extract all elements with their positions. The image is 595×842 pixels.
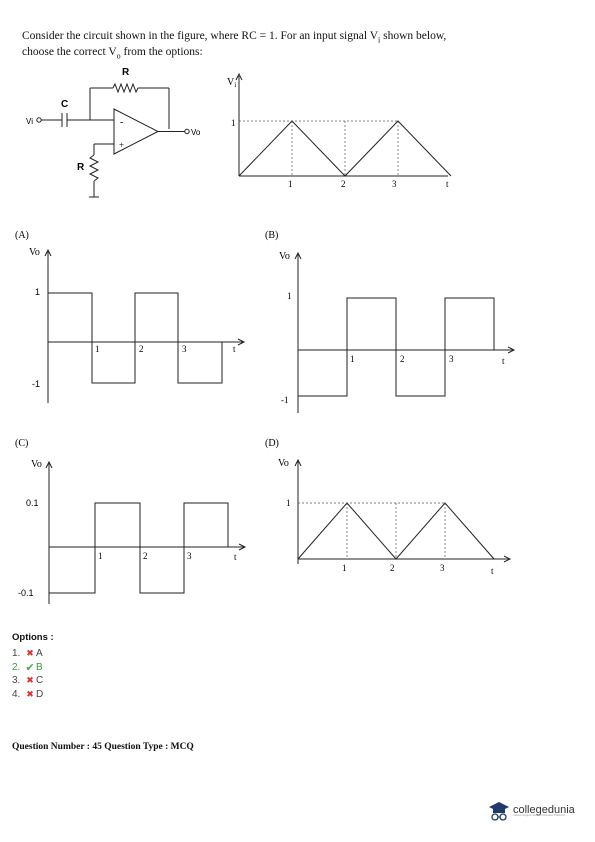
question-line2: choose the correct V: [22, 46, 117, 59]
answer-options: Options : 1. ✖ A 2. ✔ B 3. ✖ C 4. ✖ D: [12, 632, 54, 701]
input-signal-graph: Vi 1 1 2 3 t: [227, 72, 452, 189]
vi-x-label: t: [446, 179, 449, 189]
option-c-x-tick-2: 2: [143, 551, 148, 561]
vi-axis-label: Vi: [227, 77, 236, 89]
ground-resistor-label: R: [77, 162, 85, 173]
capacitor-label: C: [61, 99, 68, 110]
option-2-label: B: [36, 661, 43, 673]
question-line1-sub: i: [378, 35, 381, 45]
option-c-x-tick-3: 3: [187, 551, 192, 561]
option-a-x-tick-3: 3: [182, 344, 187, 354]
option-b-x-tick-1: 1: [350, 354, 355, 364]
option-4-label: D: [36, 688, 44, 700]
option-c-x-tick-1: 1: [98, 551, 103, 561]
graduation-cap-icon: [489, 802, 509, 821]
feedback-resistor: [112, 82, 139, 94]
option-b-letter: (B): [265, 230, 278, 241]
option-2-number: 2.: [12, 661, 21, 673]
option-c-letter: (C): [15, 438, 28, 449]
option-4[interactable]: 4. ✖ D: [12, 688, 54, 702]
option-a-x-tick-2: 2: [139, 344, 144, 354]
vi-x-tick-1: 1: [288, 179, 293, 189]
option-3-number: 3.: [12, 675, 21, 687]
option-d-y-label: Vo: [278, 458, 289, 469]
option-3[interactable]: 3. ✖ C: [12, 674, 54, 688]
option-d-graph: (D) Vo 1 1 2 3 t: [265, 438, 512, 576]
option-b-x-tick-3: 3: [449, 354, 454, 364]
checkmark-icon: ✔: [25, 661, 35, 674]
vi-x-tick-3: 3: [392, 179, 397, 189]
question-text: Consider the circuit shown in the figure…: [22, 30, 562, 63]
vi-x-tick-2: 2: [341, 179, 346, 189]
option-b-y-tick-bottom: -1: [281, 395, 289, 405]
option-c-x-label: t: [234, 552, 237, 562]
feedback-resistor-label: R: [122, 67, 130, 78]
option-d-triangle-wave: [297, 502, 495, 560]
question-line1-end: shown below,: [380, 30, 447, 42]
option-d-x-tick-3: 3: [440, 563, 445, 573]
option-b-x-tick-2: 2: [400, 354, 405, 364]
op-amp-minus: -: [120, 117, 123, 128]
option-d-y-tick: 1: [286, 498, 291, 508]
collegedunia-logo: collegedunia India's largest Student Rev…: [488, 798, 588, 824]
cross-icon: ✖: [26, 648, 34, 659]
option-c-y-tick-bottom: -0.1: [18, 588, 34, 598]
option-c-y-label: Vo: [31, 459, 42, 470]
cross-icon: ✖: [26, 675, 34, 686]
logo-text: collegedunia: [513, 804, 575, 816]
option-3-label: C: [36, 675, 44, 687]
option-a-y-tick-bottom: -1: [32, 379, 40, 389]
question-line2-sub: o: [116, 51, 121, 61]
option-a-y-label: Vo: [29, 247, 40, 258]
option-4-number: 4.: [12, 688, 21, 700]
option-d-x-label: t: [491, 566, 494, 576]
option-a-graph: (A) Vo 1 -1 1 2 3 t: [15, 230, 246, 403]
vi-y-tick: 1: [231, 118, 236, 128]
question-footer: Question Number : 45 Question Type : MCQ: [12, 742, 194, 752]
options-title: Options :: [12, 632, 54, 643]
op-amp-plus: +: [119, 140, 124, 150]
option-a-letter: (A): [15, 230, 29, 241]
question-line1: Consider the circuit shown in the figure…: [22, 30, 379, 42]
option-b-x-label: t: [502, 356, 505, 366]
question-line2-end: from the options:: [120, 46, 203, 59]
option-b-y-label: Vo: [279, 251, 290, 262]
option-b-y-tick-top: 1: [287, 291, 292, 301]
option-c-graph: (C) Vo 0.1 -0.1 1 2 3 t: [15, 438, 247, 604]
ground-resistor: [88, 154, 100, 182]
vo-label: Vo: [191, 128, 201, 137]
option-1-number: 1.: [12, 648, 21, 660]
option-b-graph: (B) Vo 1 -1 1 2 3 t: [265, 230, 516, 413]
option-d-x-tick-2: 2: [390, 563, 395, 573]
option-c-y-tick-top: 0.1: [26, 498, 39, 508]
logo-tagline: India's largest Student Review Platform: [513, 813, 566, 817]
option-a-square-wave: [48, 292, 223, 384]
option-2[interactable]: 2. ✔ B: [12, 661, 54, 675]
option-a-x-tick-1: 1: [95, 344, 100, 354]
option-b-square-wave: [298, 297, 495, 397]
circuit-diagram: - + R C R Vi Vo: [26, 67, 201, 198]
vo-terminal: [184, 128, 190, 135]
op-amp: [113, 108, 160, 155]
vi-terminal: [36, 117, 42, 123]
option-a-y-tick-top: 1: [35, 287, 40, 297]
option-1[interactable]: 1. ✖ A: [12, 647, 54, 661]
option-d-x-tick-1: 1: [342, 563, 347, 573]
triangle-wave: [238, 120, 452, 177]
option-1-label: A: [36, 648, 43, 660]
cross-icon: ✖: [26, 688, 34, 699]
option-d-letter: (D): [265, 438, 279, 449]
option-c-square-wave: [49, 502, 229, 594]
vi-label: Vi: [26, 117, 33, 126]
option-a-x-label: t: [233, 344, 236, 354]
